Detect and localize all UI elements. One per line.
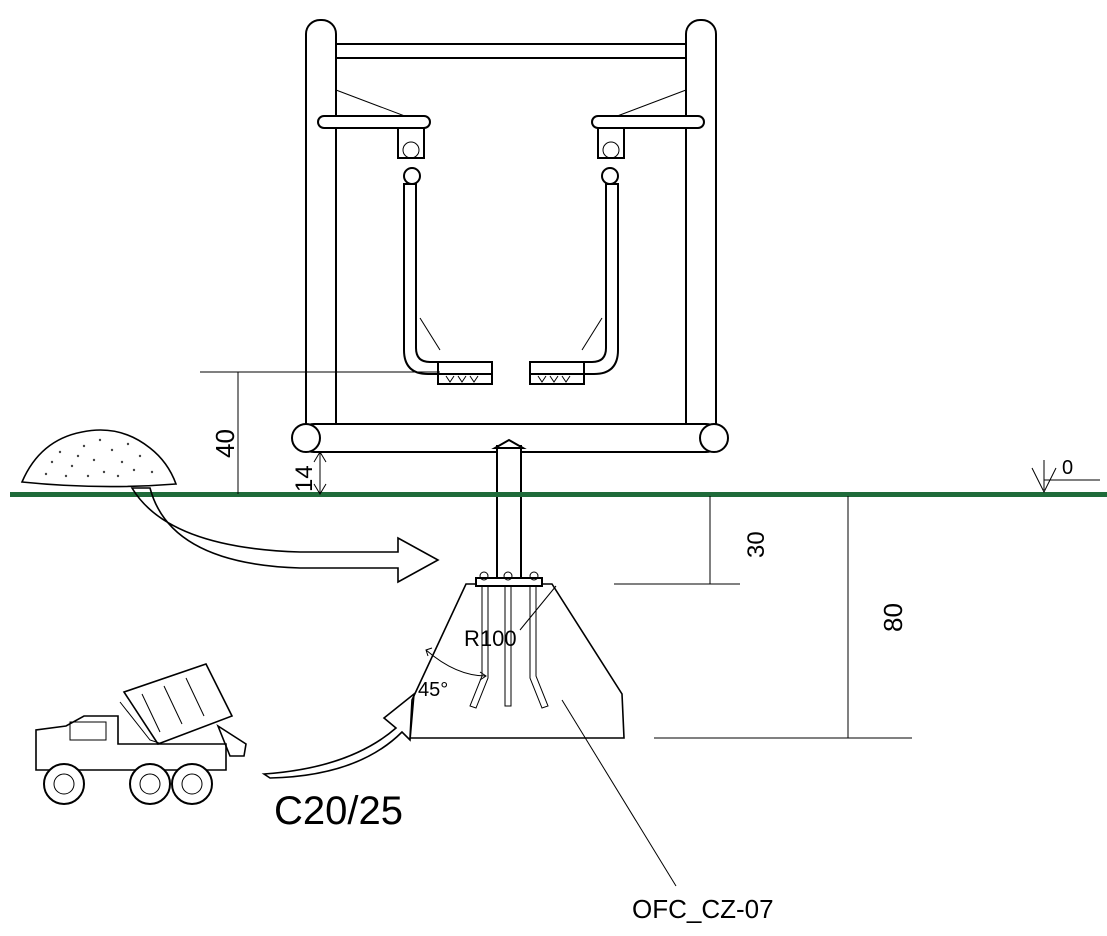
slope-angle-label: 45° bbox=[418, 679, 448, 701]
concrete-foundation: R100 45° bbox=[409, 571, 625, 739]
dimension-step-height: 40 bbox=[200, 371, 440, 494]
frame-clearance-label: 14 bbox=[291, 465, 318, 492]
step-height-label: 40 bbox=[210, 429, 240, 458]
gravel-pile bbox=[20, 429, 178, 488]
product-code-label: OFC_CZ-07 bbox=[632, 894, 774, 924]
dimension-anchor-depth: 30 bbox=[614, 496, 770, 585]
concrete-mixer-truck bbox=[35, 663, 247, 805]
ground-line bbox=[10, 492, 1107, 497]
anchor-depth-label: 30 bbox=[743, 531, 770, 558]
concrete-flow-arrow bbox=[261, 692, 415, 779]
left-swing-arm bbox=[317, 115, 493, 385]
right-swing-arm bbox=[529, 115, 705, 385]
dimension-foundation-depth: 80 bbox=[654, 496, 912, 739]
gravel-flow-arrow bbox=[130, 487, 440, 584]
product-code-leader bbox=[561, 699, 677, 887]
anchor-radius-label: R100 bbox=[464, 626, 517, 651]
dimension-frame-clearance: 14 bbox=[291, 451, 340, 495]
ground-level-label: 0 bbox=[1062, 457, 1073, 479]
concrete-class-label: C20/25 bbox=[274, 789, 403, 833]
foundation-depth-label: 80 bbox=[878, 603, 908, 632]
ground-level-marker: 0 bbox=[1031, 457, 1100, 494]
machine-frame bbox=[291, 19, 729, 581]
